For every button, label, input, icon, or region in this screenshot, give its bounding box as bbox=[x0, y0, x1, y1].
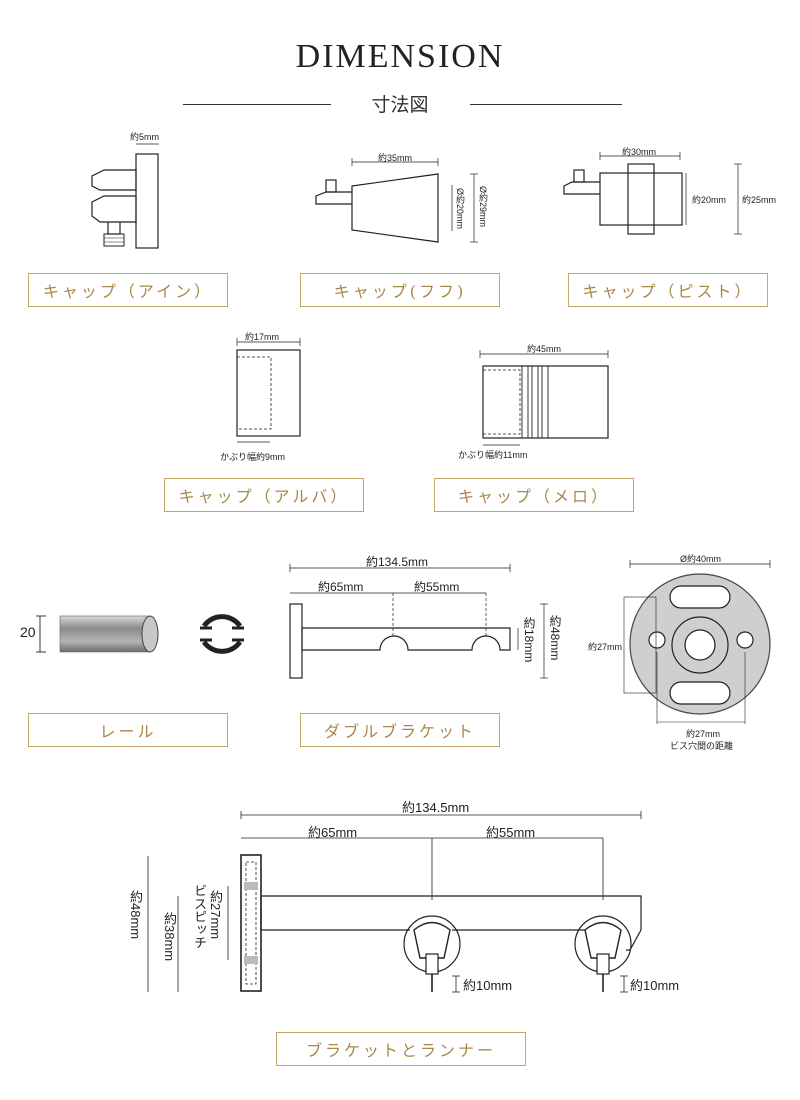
cap-ain-dim-width: 約5mm bbox=[130, 132, 159, 142]
plate-dim-vertical-pitch: 約27mm bbox=[588, 642, 623, 652]
page-subtitle: 寸法図 bbox=[371, 94, 429, 116]
runner-dim-hook-left: 約10mm bbox=[463, 978, 513, 993]
cap-alba-drawing bbox=[236, 338, 301, 443]
label-cap-fufu: キャップ(フフ) bbox=[300, 273, 500, 307]
double-bracket-drawing bbox=[289, 564, 548, 679]
runner-dim-screw-pitch: 約27mm bbox=[208, 890, 223, 940]
double-bracket-dim-rod: 約18mm bbox=[522, 617, 536, 663]
runner-dim-height: 約48mm bbox=[128, 890, 143, 940]
cap-fufu-dim-length: 約35mm bbox=[378, 153, 413, 163]
runner-dim-hook-right: 約10mm bbox=[630, 978, 680, 993]
label-cap-ain: キャップ（アイン） bbox=[28, 273, 228, 307]
double-bracket-dim-second: 約55mm bbox=[414, 580, 460, 594]
cap-pist-dim-outer: 約25mm bbox=[742, 195, 777, 205]
runner-dim-second: 約55mm bbox=[486, 825, 536, 840]
plate-dim-diameter: Ø約40mm bbox=[680, 554, 722, 564]
mounting-plate-drawing bbox=[623, 560, 771, 724]
rail-dim-diameter: 20 bbox=[20, 624, 36, 640]
title-rule-right bbox=[470, 104, 622, 105]
label-cap-alba: キャップ（アルバ） bbox=[164, 478, 364, 512]
double-bracket-dim-height: 約48mm bbox=[548, 615, 562, 661]
page-title: DIMENSION bbox=[295, 38, 505, 75]
runner-dim-total: 約134.5mm bbox=[402, 800, 470, 815]
bracket-runner-drawing bbox=[147, 811, 642, 993]
label-rail: レール bbox=[28, 713, 228, 747]
runner-dim-first: 約65mm bbox=[308, 825, 358, 840]
cap-melo-dim-width: 約45mm bbox=[527, 344, 562, 354]
label-cap-melo: キャップ（メロ） bbox=[434, 478, 634, 512]
cap-pist-dim-inner: 約20mm bbox=[692, 195, 727, 205]
label-cap-pist: キャップ（ピスト） bbox=[568, 273, 768, 307]
cap-pist-drawing bbox=[563, 152, 742, 235]
runner-dim-screw-pitch-label: ビスピッチ bbox=[192, 884, 207, 949]
cap-melo-drawing bbox=[479, 350, 609, 446]
plate-dim-note: ビス穴間の距離 bbox=[670, 741, 734, 751]
cap-fufu-drawing bbox=[315, 158, 478, 243]
cap-fufu-dim-large-diameter: Ø約29mm bbox=[478, 186, 488, 228]
label-bracket-runner: ブラケットとランナー bbox=[276, 1032, 526, 1066]
title-rule-left bbox=[183, 104, 331, 105]
double-bracket-dim-total: 約134.5mm bbox=[366, 555, 429, 569]
cap-alba-dim-cover: かぶり幅約9mm bbox=[220, 452, 285, 462]
double-bracket-dim-first: 約65mm bbox=[318, 580, 364, 594]
rail-drawing bbox=[36, 614, 244, 654]
cap-pist-dim-length: 約30mm bbox=[622, 147, 657, 157]
plate-dim-horizontal-pitch: 約27mm bbox=[686, 729, 721, 739]
cap-melo-dim-cover: かぶり幅約11mm bbox=[458, 450, 528, 460]
label-double-bracket: ダブルブラケット bbox=[300, 713, 500, 747]
runner-dim-rail-height: 約38mm bbox=[162, 912, 177, 962]
cap-ain-drawing bbox=[91, 143, 159, 249]
cap-alba-dim-width: 約17mm bbox=[245, 332, 280, 342]
cap-fufu-dim-small-diameter: Ø約20mm bbox=[455, 188, 465, 230]
